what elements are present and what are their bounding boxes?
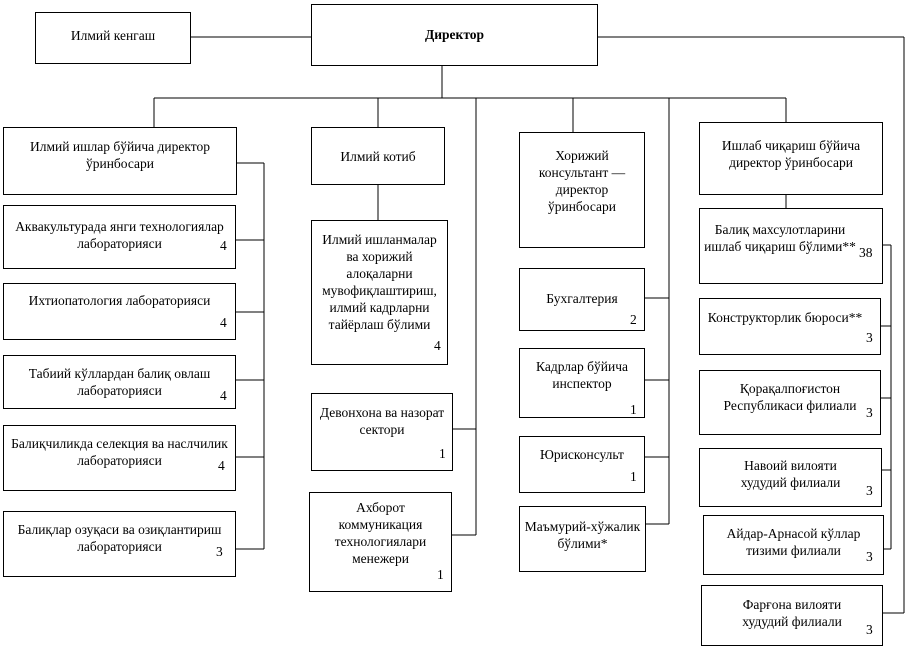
design-bureau-label: Конструкторлик бюроси** — [707, 310, 863, 325]
lab-feed-label: Балиқлар озуқаси ва озиқлантириш лаборат… — [17, 522, 222, 554]
ict-manager-box: Ахборот коммуникация технологиялари мене… — [309, 492, 452, 592]
lab-ichthyopathology-count: 4 — [220, 315, 227, 330]
sector-office-label: Девонхона ва назорат сектори — [319, 405, 445, 437]
dept-fish-products-box: Балиқ махсулотларини ишлаб чиқариш бўлим… — [699, 208, 883, 284]
branch-karakalpak-box: Қорақалпоғистон Республикаси филиали 3 — [699, 370, 881, 435]
branch-fergana-box: Фарғона вилояти худудий филиали 3 — [701, 585, 883, 646]
admin-dept-label: Маъмурий-хўжалик бўлими* — [524, 519, 641, 551]
ict-manager-label: Ахборот коммуникация технологиялари мене… — [334, 500, 427, 566]
dept-fish-products-label: Балиқ махсулотларини ишлаб чиқариш бўлим… — [704, 222, 856, 254]
admin-dept-box: Маъмурий-хўжалик бўлими* — [519, 506, 646, 572]
dept-international-label: Илмий ишланмалар ва хорижий алоқаларни м… — [322, 232, 437, 332]
branch-navoi-count: 3 — [866, 483, 873, 498]
dept-international-box: Илмий ишланмалар ва хорижий алоқаларни м… — [311, 220, 448, 365]
lab-fishing-count: 4 — [220, 388, 227, 403]
lab-fishing-label: Табиий кўллардан балиқ овлаш лаборатория… — [28, 366, 211, 398]
branch-aydar-count: 3 — [866, 549, 873, 564]
accounting-count: 2 — [630, 312, 637, 327]
lab-ichthyopathology-label: Ихтиопатология лабораторияси — [28, 293, 211, 308]
hr-inspector-count: 1 — [630, 402, 637, 417]
branch-fergana-count: 3 — [866, 622, 873, 637]
branch-navoi-label: Навоий вилояти худудий филиали — [740, 458, 841, 490]
foreign-consultant-box: Хорижий консультант — директор ўринбосар… — [519, 132, 645, 248]
deputy-science-box: Илмий ишлар бўйича директор ўринбосари — [3, 127, 237, 195]
branch-fergana-label: Фарғона вилояти худудий филиали — [742, 597, 842, 629]
hr-inspector-box: Кадрлар бўйича инспектор 1 — [519, 348, 645, 418]
lab-aquaculture-box: Аквакультурада янги технологиялар лабора… — [3, 205, 236, 269]
design-bureau-box: Конструкторлик бюроси** 3 — [699, 298, 881, 355]
sector-office-box: Девонхона ва назорат сектори 1 — [311, 393, 453, 471]
director-label: Директор — [424, 27, 485, 42]
accounting-label: Бухгалтерия — [546, 291, 618, 306]
dept-fish-products-count: 38 — [859, 245, 873, 260]
hr-inspector-label: Кадрлар бўйича инспектор — [536, 359, 628, 391]
deputy-production-box: Ишлаб чиқариш бўйича директор ўринбосари — [699, 122, 883, 195]
branch-aydar-box: Айдар-Арнасой кўллар тизими филиали 3 — [703, 515, 884, 575]
dept-international-count: 4 — [434, 338, 441, 353]
foreign-consultant-label: Хорижий консультант — директор ўринбосар… — [538, 148, 626, 214]
ict-manager-count: 1 — [437, 567, 444, 582]
design-bureau-count: 3 — [866, 330, 873, 345]
lab-aquaculture-label: Аквакультурада янги технологиялар лабора… — [15, 219, 224, 251]
deputy-production-label: Ишлаб чиқариш бўйича директор ўринбосари — [721, 138, 861, 170]
council-label: Илмий кенгаш — [70, 28, 156, 43]
lab-selection-label: Балиқчиликда селекция ва наслчилик лабор… — [11, 436, 228, 468]
legal-counsel-box: Юрисконсульт 1 — [519, 436, 645, 493]
lab-selection-count: 4 — [218, 458, 225, 473]
lab-fishing-box: Табиий кўллардан балиқ овлаш лаборатория… — [3, 355, 236, 409]
legal-counsel-label: Юрисконсульт — [540, 447, 624, 462]
council-box: Илмий кенгаш — [35, 12, 191, 64]
director-box: Директор — [311, 4, 598, 66]
lab-selection-box: Балиқчиликда селекция ва наслчилик лабор… — [3, 425, 236, 491]
secretary-label: Илмий котиб — [340, 149, 416, 164]
secretary-box: Илмий котиб — [311, 127, 445, 185]
branch-karakalpak-label: Қорақалпоғистон Республикаси филиали — [723, 381, 857, 413]
deputy-science-label: Илмий ишлар бўйича директор ўринбосари — [30, 139, 210, 171]
lab-aquaculture-count: 4 — [220, 238, 227, 253]
branch-karakalpak-count: 3 — [866, 405, 873, 420]
lab-ichthyopathology-box: Ихтиопатология лабораторияси 4 — [3, 283, 236, 340]
sector-office-count: 1 — [439, 446, 446, 461]
lab-feed-box: Балиқлар озуқаси ва озиқлантириш лаборат… — [3, 511, 236, 577]
branch-aydar-label: Айдар-Арнасой кўллар тизими филиали — [726, 526, 861, 558]
legal-counsel-count: 1 — [630, 469, 637, 484]
lab-feed-count: 3 — [216, 544, 223, 559]
accounting-box: Бухгалтерия 2 — [519, 268, 645, 331]
branch-navoi-box: Навоий вилояти худудий филиали 3 — [699, 448, 882, 507]
